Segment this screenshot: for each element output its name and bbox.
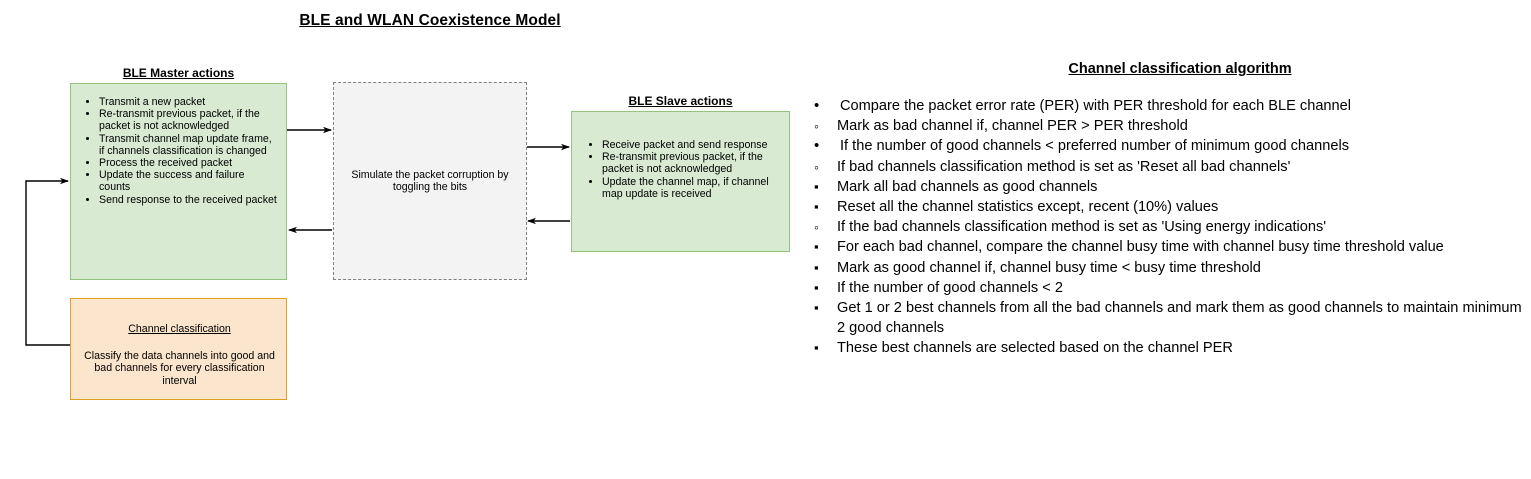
bullet-square-icon xyxy=(814,258,819,278)
algorithm-item: If the number of good channels < 2 xyxy=(814,278,1531,298)
simulation-box-text: Simulate the packet corruption by toggli… xyxy=(351,168,509,193)
algorithm-item-text: If the bad channels classification metho… xyxy=(837,219,1327,236)
bullet-square-icon xyxy=(814,177,819,197)
master-actions-list: Transmit a new packet Re-transmit previo… xyxy=(71,84,286,207)
bullet-circle-icon xyxy=(814,217,819,238)
algorithm-item-text: Mark as good channel if, channel busy ti… xyxy=(837,259,1261,276)
list-item: Re-transmit previous packet, if the pack… xyxy=(602,152,781,176)
algorithm-outline: Compare the packet error rate (PER) with… xyxy=(814,96,1531,359)
list-item: Transmit a new packet xyxy=(99,96,278,109)
algorithm-item-text: If the number of good channels < 2 xyxy=(837,279,1063,296)
algorithm-item: These best channels are selected based o… xyxy=(814,338,1531,358)
list-item: Receive packet and send response xyxy=(602,139,781,152)
algorithm-item-text: For each bad channel, compare the channe… xyxy=(837,239,1444,256)
algorithm-item-text: If bad channels classification method is… xyxy=(837,158,1291,175)
bullet-circle-icon xyxy=(814,116,819,137)
channel-classification-box: Channel classification Classify the data… xyxy=(70,298,287,400)
list-item: Update the success and failure counts xyxy=(99,170,278,194)
master-box-caption: BLE Master actions xyxy=(122,66,235,80)
bullet-square-icon xyxy=(814,278,819,298)
algorithm-title: Channel classification algorithm xyxy=(1068,61,1292,77)
bullet-square-icon xyxy=(814,298,819,318)
algorithm-item-text: Mark as bad channel if, channel PER > PE… xyxy=(837,118,1188,135)
bullet-square-icon xyxy=(814,197,819,217)
algorithm-item-text: These best channels are selected based o… xyxy=(837,340,1233,357)
slave-box-caption: BLE Slave actions xyxy=(628,94,733,108)
arrow-classification-to-master xyxy=(25,177,70,346)
list-item: Process the received packet xyxy=(99,157,278,170)
algorithm-item-text: Mark all bad channels as good channels xyxy=(837,178,1098,195)
bullet-square-icon xyxy=(814,338,819,358)
classification-box-body: Classify the data channels into good and… xyxy=(84,350,275,387)
packet-corruption-simulation-box: Simulate the packet corruption by toggli… xyxy=(333,82,527,280)
algorithm-item-text: Compare the packet error rate (PER) with… xyxy=(840,98,1352,114)
algorithm-item-text: Get 1 or 2 best channels from all the ba… xyxy=(837,300,1522,337)
bullet-disc-icon xyxy=(814,136,819,156)
algorithm-item: Mark all bad channels as good channels xyxy=(814,177,1531,197)
classification-box-title: Channel classification xyxy=(128,323,231,335)
algorithm-item: For each bad channel, compare the channe… xyxy=(814,237,1531,257)
algorithm-list: Compare the packet error rate (PER) with… xyxy=(814,96,1531,359)
bullet-circle-icon xyxy=(814,157,819,178)
page-title: BLE and WLAN Coexistence Model xyxy=(299,12,561,29)
bullet-disc-icon xyxy=(814,96,819,116)
ble-master-actions-box: Transmit a new packet Re-transmit previo… xyxy=(70,83,287,280)
list-item: Update the channel map, if channel map u… xyxy=(602,176,781,201)
algorithm-item: Compare the packet error rate (PER) with… xyxy=(814,96,1531,116)
algorithm-item: Mark as bad channel if, channel PER > PE… xyxy=(814,116,1531,136)
algorithm-item: If the bad channels classification metho… xyxy=(814,217,1531,237)
list-item: Transmit channel map update frame, if ch… xyxy=(99,133,278,158)
bullet-square-icon xyxy=(814,237,819,257)
algorithm-item: Get 1 or 2 best channels from all the ba… xyxy=(814,298,1531,338)
algorithm-item: Reset all the channel statistics except,… xyxy=(814,197,1531,217)
algorithm-item-text: Reset all the channel statistics except,… xyxy=(837,199,1219,216)
slave-actions-list: Receive packet and send response Re-tran… xyxy=(572,112,789,201)
list-item: Send response to the received packet xyxy=(99,194,278,207)
algorithm-item: If the number of good channels < preferr… xyxy=(814,136,1531,156)
algorithm-item: Mark as good channel if, channel busy ti… xyxy=(814,258,1531,278)
algorithm-item: If bad channels classification method is… xyxy=(814,157,1531,177)
ble-slave-actions-box: Receive packet and send response Re-tran… xyxy=(571,111,790,252)
algorithm-item-text: If the number of good channels < preferr… xyxy=(840,138,1350,155)
list-item: Re-transmit previous packet, if the pack… xyxy=(99,109,278,133)
